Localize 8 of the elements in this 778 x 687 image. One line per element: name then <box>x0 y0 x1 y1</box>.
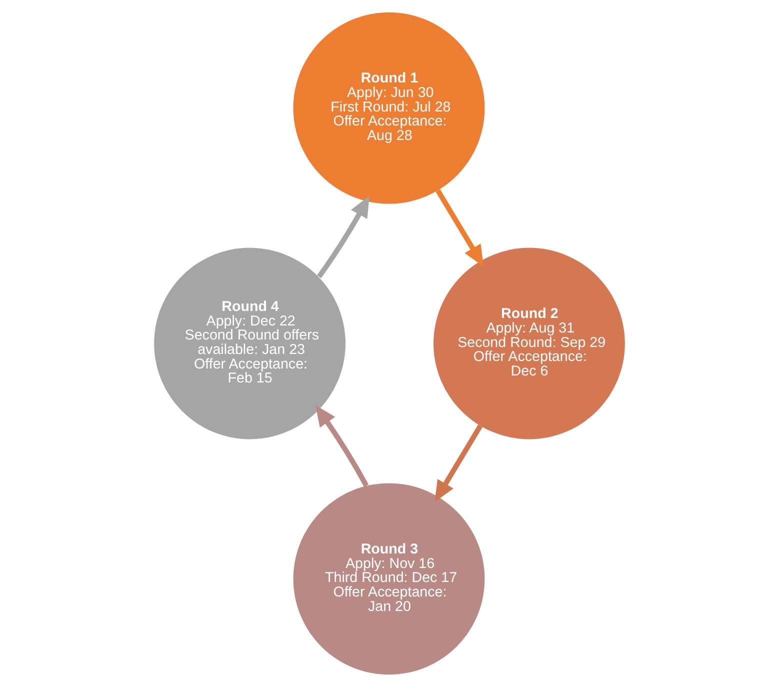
arrow <box>435 189 484 267</box>
node-circle: Round 4 Apply: Dec 22 Second Round offers available: Jan 23 Offer Acceptance: Feb 15 <box>154 248 345 440</box>
arrow <box>316 196 369 278</box>
arrow <box>314 404 368 487</box>
node-circle: Round 3 Apply: Nov 16 Third Round: Dec 17 Offer Acceptance: Jan 20 <box>292 483 484 675</box>
arrow <box>434 424 482 502</box>
node-circle: Round 1 Apply: Jun 30 First Round: Jul 28 Offer Acceptance: Aug 28 <box>292 12 484 204</box>
node-circle: Round 2 Apply: Aug 31 Second Round: Sep 29 Offer Acceptance: Dec 6 <box>433 248 624 440</box>
